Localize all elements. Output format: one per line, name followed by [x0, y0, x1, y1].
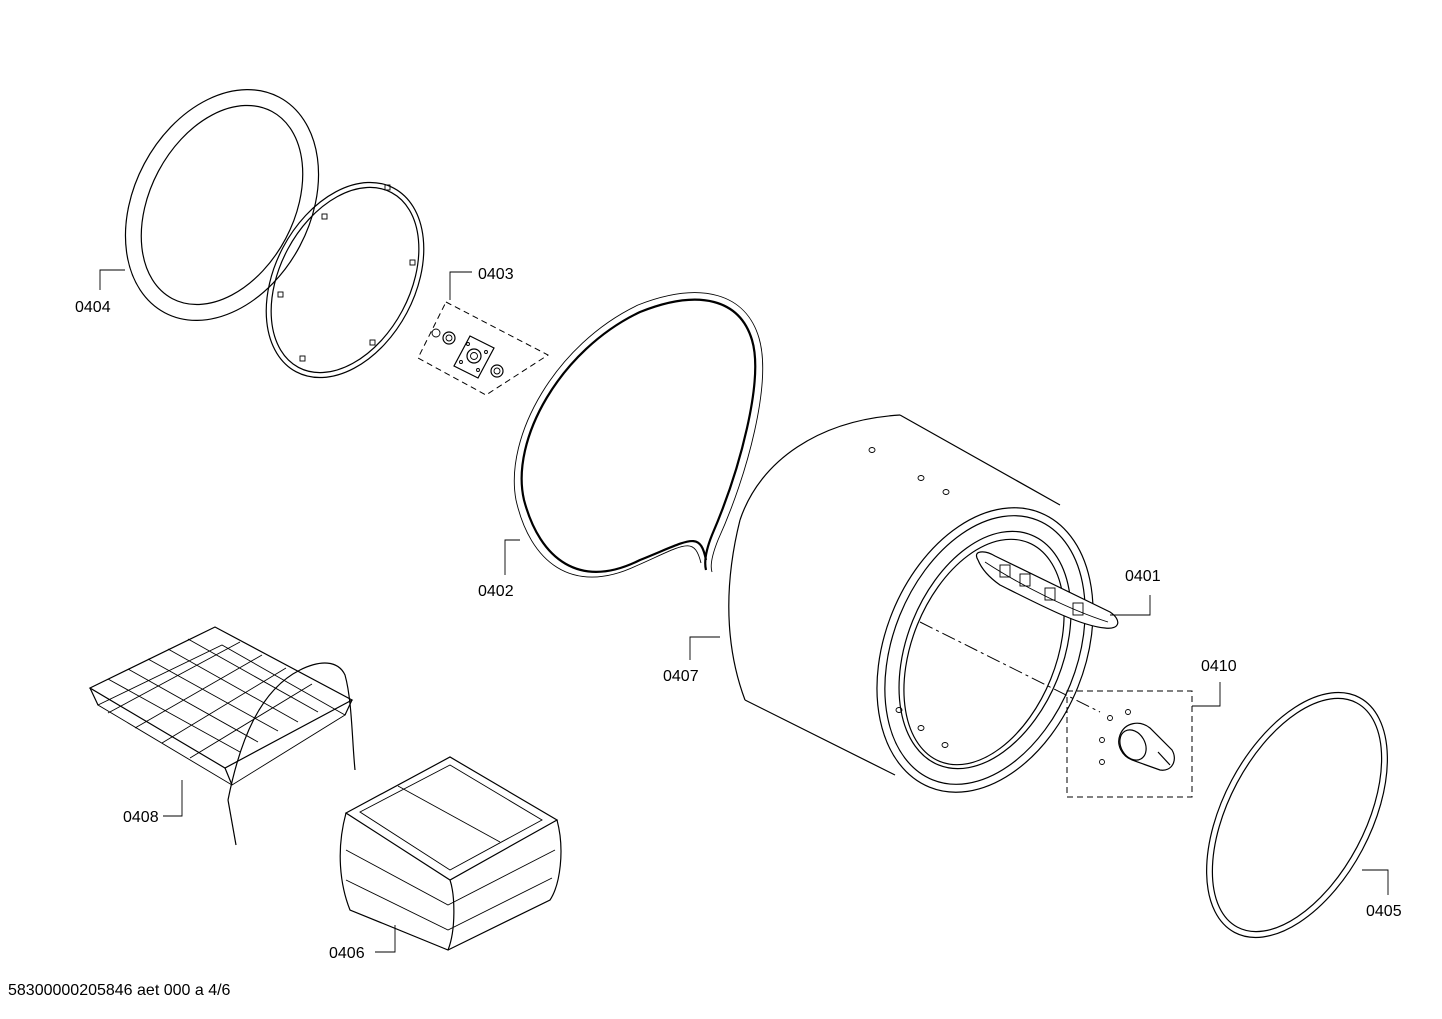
label-0404: 0404: [75, 299, 111, 316]
part-0407-drum[interactable]: [728, 414, 1133, 825]
part-0405-rear-seal[interactable]: [1169, 663, 1425, 967]
label-0401: 0401: [1125, 568, 1161, 585]
label-0408: 0408: [123, 809, 159, 826]
label-0406: 0406: [329, 945, 365, 962]
label-0402: 0402: [478, 583, 514, 600]
part-0403-bearing-kit[interactable]: [417, 301, 549, 396]
document-id: 58300000205846 aet 000 a 4/6: [8, 982, 231, 999]
part-0406-frame[interactable]: [339, 756, 562, 951]
label-0403: 0403: [478, 266, 514, 283]
label-0405: 0405: [1366, 903, 1402, 920]
drum-axis-line: [919, 621, 1101, 713]
leader-lines: [99, 269, 1389, 953]
part-0410-drum-shaft-kit[interactable]: [1066, 690, 1193, 798]
label-0410: 0410: [1201, 658, 1237, 675]
part-0402-drive-belt[interactable]: [513, 292, 764, 578]
part-0401-drum-baffle[interactable]: [975, 551, 1119, 629]
retaining-ring[interactable]: [234, 155, 455, 404]
label-0407: 0407: [663, 668, 699, 685]
part-0404-sealing-ring[interactable]: [87, 56, 357, 354]
part-0408-drying-rack[interactable]: [88, 626, 356, 846]
